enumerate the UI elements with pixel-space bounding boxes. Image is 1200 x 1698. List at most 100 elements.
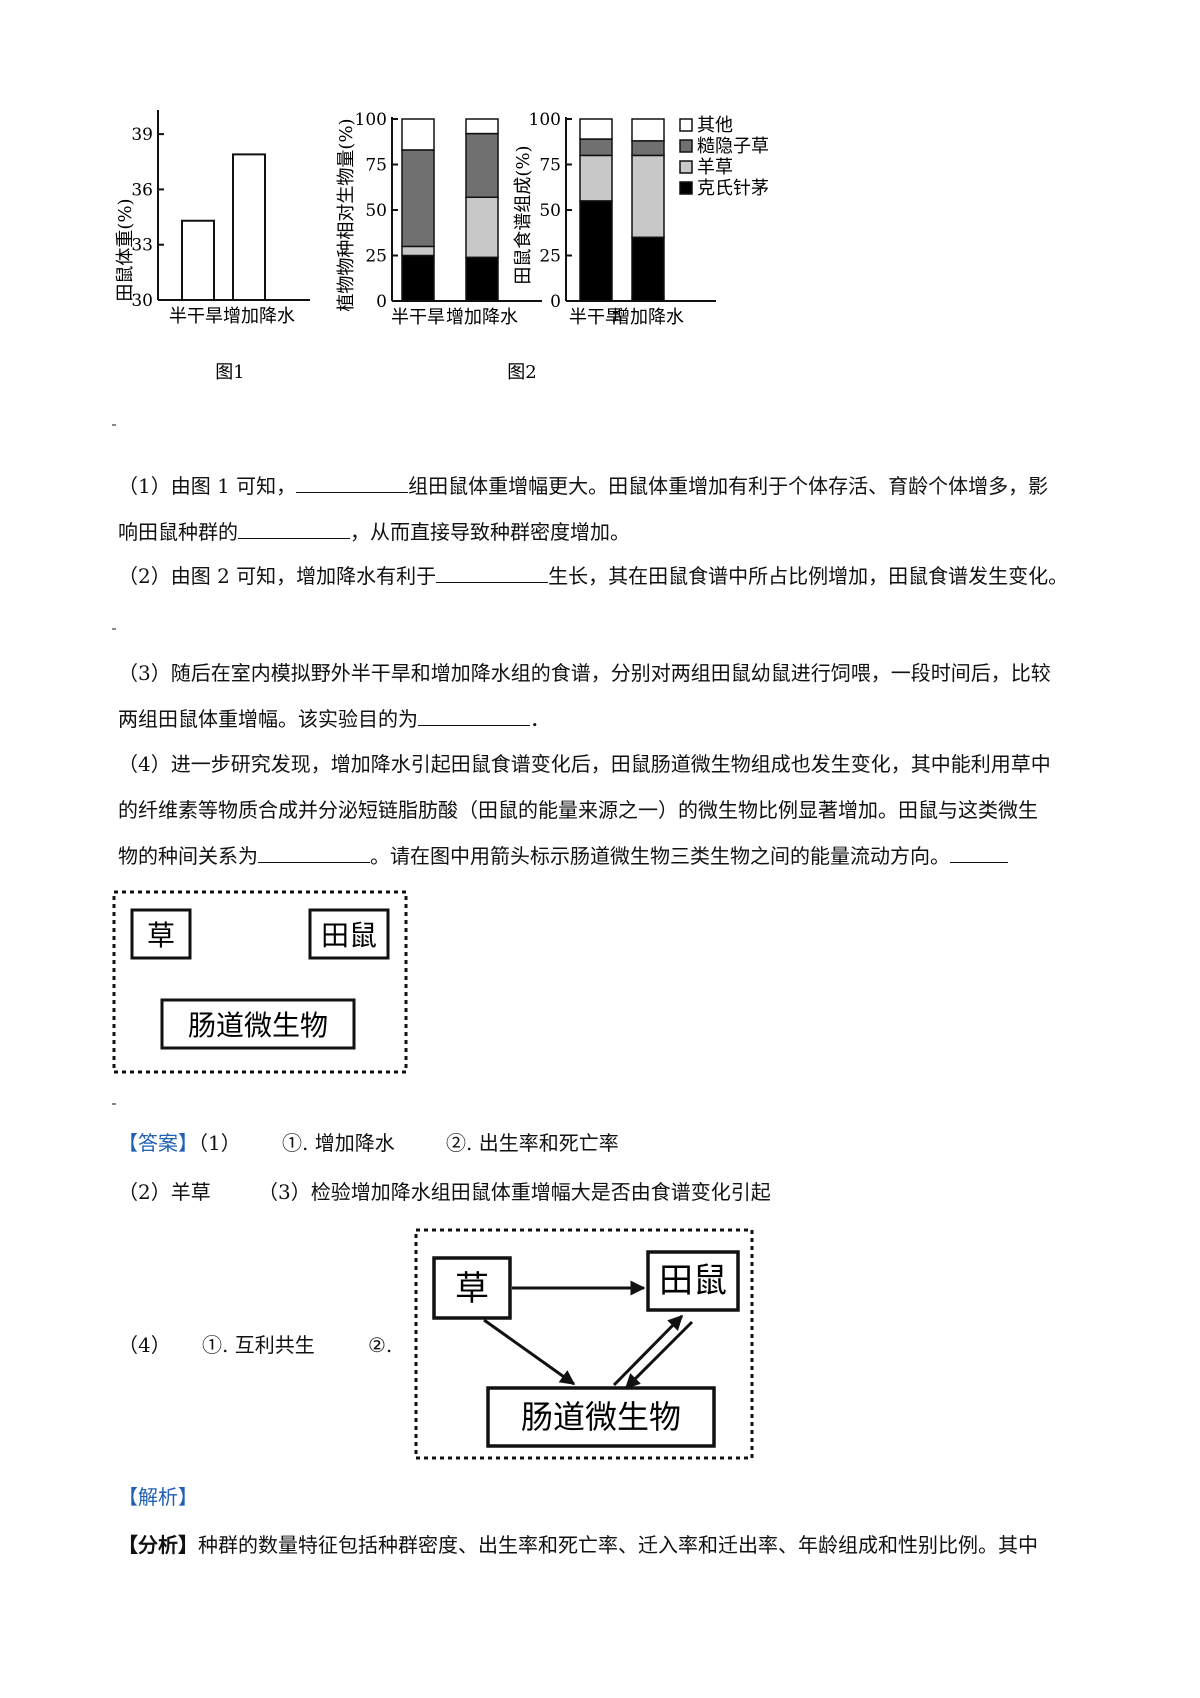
fig2b-ytick-label: 75 [539, 156, 561, 176]
fig2b-segment [631, 140, 665, 157]
grass-label: 草 [455, 1269, 489, 1309]
fig2b-ylabel: 田鼠食谱组成(%) [513, 145, 534, 284]
q2-text-b: 生长，其在田鼠食谱中所占比例增加，田鼠食谱发生变化。 [548, 564, 1069, 588]
fig1-bar [232, 153, 266, 302]
fig1-xtick-label: 半干旱 [169, 306, 223, 327]
legend-swatch [679, 160, 693, 174]
q2-blank[interactable] [436, 558, 549, 583]
dashed-frame [414, 1228, 754, 1460]
fig2b-segment [579, 154, 613, 202]
fig2b-ytick-label: 100 [529, 110, 561, 130]
analysis-tag: 【解析】 [118, 1485, 198, 1509]
arrow-microbe-to-vole [612, 1314, 684, 1387]
q1-text-c: 响田鼠种群的 [118, 520, 238, 544]
vole-label: 田鼠 [659, 1261, 727, 1301]
q1-text-d: ，从而直接导致种群密度增加。 [350, 520, 630, 544]
answer-1-part-1: ①. 增加降水 [282, 1131, 395, 1155]
q3-text-b: 两组田鼠体重增幅。该实验目的为 [118, 707, 418, 731]
answer-line-1: 【答案】（1） [118, 1128, 241, 1158]
fig2a-ytick-label: 25 [365, 247, 387, 267]
fig1-caption: 图1 [215, 362, 244, 383]
q4-blank-1[interactable] [258, 838, 370, 863]
answer-4-part-1: ①. 互利共生 [202, 1333, 315, 1357]
q3-text-a: （3）随后在室内模拟野外半干旱和增加降水组的食谱，分别对两组田鼠幼鼠进行饲喂，一… [118, 661, 1051, 685]
fig2a-segment [401, 118, 435, 151]
fig2b-segment [579, 138, 613, 157]
microbe-box [160, 998, 356, 1050]
fig1-ytick-label: 30 [131, 291, 153, 311]
grass-box [432, 1256, 512, 1320]
legend-swatch [679, 139, 693, 153]
question-3: （3）随后在室内模拟野外半干旱和增加降水组的食谱，分别对两组田鼠幼鼠进行饲喂，一… [118, 650, 1098, 742]
answer-2: （2）羊草 [118, 1180, 211, 1204]
fig2b-segment [579, 118, 613, 140]
q4-text-a: （4）进一步研究发现，增加降水引起田鼠食谱变化后，田鼠肠道微生物组成也发生变化，… [118, 752, 1051, 776]
grass-box [130, 908, 192, 960]
microbe-label: 肠道微生物 [188, 1009, 328, 1042]
fig1-ytick-label: 33 [131, 236, 153, 256]
fig2a-segment [465, 132, 499, 199]
answer-tag: 【答案】 [118, 1131, 198, 1155]
arrow-vole-to-microbe [624, 1320, 694, 1390]
fig2a-segment [465, 196, 499, 259]
q4-blank-2[interactable] [950, 838, 1008, 863]
legend-label: 其他 [697, 115, 733, 136]
fig2b-xtick-label: 半干旱 [569, 307, 623, 328]
fig1-xtick-label: 增加降水 [223, 306, 295, 327]
question-2: （2）由图 2 可知，增加降水有利于 生长，其在田鼠食谱中所占比例增加，田鼠食谱发… [118, 553, 1098, 599]
fig2a-segment [401, 254, 435, 302]
q3-text-c: ． [530, 707, 550, 731]
fig2b-segment [631, 154, 665, 239]
microbe-label: 肠道微生物 [521, 1398, 681, 1436]
legend-swatch [679, 118, 693, 132]
question-1: （1）由图 1 可知，组田鼠体重增幅更大。田鼠体重增加有利于个体存活、育龄个体增… [118, 463, 1098, 555]
fig1-ylabel: 田鼠体重(%) [115, 198, 136, 301]
vole-box [646, 1250, 740, 1312]
figure-1-bar-chart: 田鼠体重(%) 30333639半干旱增加降水 图1 [115, 110, 310, 383]
fenxi-tag: 【分析】 [118, 1533, 198, 1557]
q2-text-a: （2）由图 2 可知，增加降水有利于 [118, 564, 437, 588]
fig2b-xtick-label: 增加降水 [612, 307, 684, 328]
fig2a-segment [465, 256, 499, 302]
vole-label: 田鼠 [321, 919, 377, 952]
answer-1-part-2: ②. 出生率和死亡率 [446, 1131, 619, 1155]
dashed-frame [112, 890, 408, 1074]
fig2a-ytick-label: 100 [355, 110, 387, 130]
q1-blank-2[interactable] [238, 514, 350, 539]
divider-dot [112, 1103, 116, 1105]
fig2b-segment [579, 200, 613, 302]
q4-text-b: 的纤维素等物质合成并分泌短链脂肪酸（田鼠的能量来源之一）的微生物比例显著增加。田… [118, 798, 1038, 822]
answer-1-label: （1） [198, 1131, 241, 1155]
arrow-grass-to-microbe [483, 1318, 576, 1386]
grass-label: 草 [147, 919, 175, 952]
legend-swatch [679, 181, 693, 195]
fig2a-segment [465, 118, 499, 135]
energy-flow-diagram-blank: 草 田鼠 肠道微生物 [112, 890, 408, 1074]
q4-text-c: 物的种间关系为 [118, 844, 258, 868]
answer-4-label: （4） [118, 1333, 171, 1357]
energy-flow-diagram-answer: 草 田鼠 肠道微生物 [414, 1228, 754, 1460]
q1-text-b: 组田鼠体重增幅更大。田鼠体重增加有利于个体存活、育龄个体增多，影 [408, 474, 1049, 498]
fig2a-xtick-label: 半干旱 [391, 307, 445, 328]
fenxi-text: 种群的数量特征包括种群密度、出生率和死亡率、迁入率和迁出率、年龄组成和性别比例。… [198, 1533, 1038, 1557]
fig2a-ytick-label: 0 [376, 292, 387, 312]
fig1-bar [181, 219, 215, 301]
fig2-caption: 图2 [507, 362, 536, 383]
answer-4-part-2: ②. [368, 1333, 393, 1357]
vole-box [308, 908, 390, 960]
legend-label: 糙隐子草 [697, 136, 769, 157]
fig2a-xtick-label: 增加降水 [446, 307, 518, 328]
fig2a-ytick-label: 75 [365, 156, 387, 176]
answer-3: （3）检验增加降水组田鼠体重增幅大是否由食谱变化引起 [258, 1180, 771, 1204]
fig1-ytick-label: 36 [131, 180, 153, 200]
q1-blank-1[interactable] [296, 468, 409, 493]
fig2a-ytick-label: 50 [365, 201, 387, 221]
microbe-box [486, 1386, 716, 1448]
figure-2-stacked-charts: 植物物种相对生物量(%) 田鼠食谱组成(%) 0255075100半干旱增加降水… [336, 110, 769, 383]
q3-blank[interactable] [418, 701, 530, 726]
fig2b-ytick-label: 25 [539, 247, 561, 267]
q4-text-d: 。请在图中用箭头标示肠道微生物三类生物之间的能量流动方向。 [370, 844, 950, 868]
fig2a-ylabel: 植物物种相对生物量(%) [336, 118, 357, 311]
fig2b-ytick-label: 0 [550, 292, 561, 312]
